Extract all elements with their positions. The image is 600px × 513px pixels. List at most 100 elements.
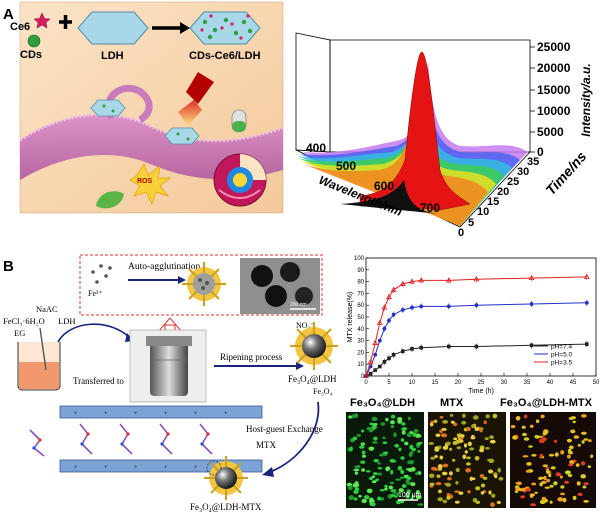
cell-dot <box>390 425 395 429</box>
cell-dot <box>557 497 564 502</box>
cell-dot <box>544 486 551 489</box>
data-point <box>410 347 414 351</box>
cell-dot <box>393 432 397 438</box>
cell-dot <box>549 500 553 504</box>
cell-dot <box>415 495 422 500</box>
cell-dot <box>398 447 402 452</box>
cell-dot <box>360 460 366 464</box>
cell-dot <box>572 495 577 500</box>
cds-label: CDs <box>20 49 42 61</box>
cell-dot <box>429 422 434 427</box>
cell-dot <box>371 424 377 430</box>
cell-dot <box>479 473 485 479</box>
cell-dot <box>575 463 580 467</box>
cell-dot <box>488 469 494 474</box>
cell-dot <box>397 419 403 424</box>
cell-dot <box>430 456 436 460</box>
cell-dot <box>382 441 388 445</box>
cell-dot <box>535 419 540 424</box>
cell-dot <box>352 436 358 441</box>
data-point <box>528 274 535 281</box>
image-label-mtx: MTX <box>440 397 464 409</box>
data-point <box>529 302 534 306</box>
data-point <box>382 326 387 331</box>
image-scalebar-label: 100 μm <box>398 492 422 499</box>
data-point <box>401 349 405 354</box>
z-tick-0: 0 <box>537 145 544 159</box>
cell-dot <box>528 445 533 448</box>
cell-dot <box>446 441 451 446</box>
panel-a-3d-plot: 25000 20000 15000 10000 5000 0 Intensity… <box>295 32 593 239</box>
cell-dot <box>396 499 401 505</box>
cell-dot <box>449 447 453 451</box>
cell-dot <box>522 432 527 437</box>
svg-text:+: + <box>134 465 138 471</box>
cell-dot <box>520 495 526 499</box>
cell-dot <box>445 482 452 487</box>
svg-text:+: + <box>194 411 198 417</box>
data-point <box>409 278 415 284</box>
cell-dot <box>435 482 442 485</box>
z-tick-5000: 5000 <box>537 125 564 139</box>
ldh-hexagon <box>77 11 149 45</box>
cell-dot <box>525 469 531 473</box>
cell-dot <box>485 447 490 450</box>
cell-dot <box>439 429 443 433</box>
cell-dot <box>361 429 365 433</box>
cell-dot <box>430 420 435 424</box>
cell-dot <box>417 503 424 506</box>
ce6-star-icon <box>33 12 51 29</box>
cell-dot <box>548 473 552 478</box>
cell-dot <box>480 483 486 488</box>
cell-dot <box>512 435 518 440</box>
product-label: CDs-Ce6/LDH <box>189 50 261 62</box>
cell-dot <box>379 489 385 492</box>
y-tick-5: 5 <box>468 217 474 229</box>
y-tick-label: 50 <box>357 315 364 321</box>
data-point <box>391 352 396 357</box>
cell-dot <box>553 481 558 486</box>
cell-dot <box>572 420 576 424</box>
cell-dot <box>454 490 461 493</box>
cell-dot <box>510 425 516 429</box>
cell-dot <box>521 425 526 429</box>
image-mtx <box>428 412 506 508</box>
x-tick-label: 40 <box>547 380 554 386</box>
cell-dot <box>361 450 366 455</box>
cell-dot <box>382 436 386 440</box>
cell-dot <box>566 438 572 443</box>
ldh-reagent-label: LDH <box>58 316 75 326</box>
cell-dot <box>360 442 365 446</box>
cell-dot <box>371 480 377 484</box>
data-point <box>583 273 590 279</box>
x-tick-label: 30 <box>501 380 508 386</box>
cell-dot <box>560 485 565 489</box>
cell-dot <box>406 491 411 496</box>
cell-dot <box>475 486 481 491</box>
cell-dot <box>377 467 383 470</box>
cell-dot <box>446 493 451 497</box>
cell-dot <box>431 466 437 471</box>
cell-dot <box>465 426 471 432</box>
svg-text:+: + <box>164 411 168 417</box>
cell-dot <box>449 494 453 499</box>
cell-dot <box>531 482 537 486</box>
data-point <box>399 280 406 286</box>
data-point <box>419 304 424 309</box>
emission-peak <box>359 51 471 211</box>
legend-label: pH=5.0 <box>551 351 573 358</box>
cell-dot <box>515 416 521 421</box>
cell-dot <box>450 420 455 424</box>
cell-dot <box>583 500 589 503</box>
cell-dot <box>546 478 550 483</box>
cell-dot <box>523 437 530 441</box>
cell-dot <box>400 469 405 475</box>
cell-cutaway <box>213 153 267 207</box>
cell-dot <box>438 445 442 449</box>
x-tick-label: 35 <box>524 380 531 386</box>
x-tick-label: 25 <box>478 380 485 386</box>
cell-dot <box>406 476 412 481</box>
cell-dot <box>395 478 401 481</box>
